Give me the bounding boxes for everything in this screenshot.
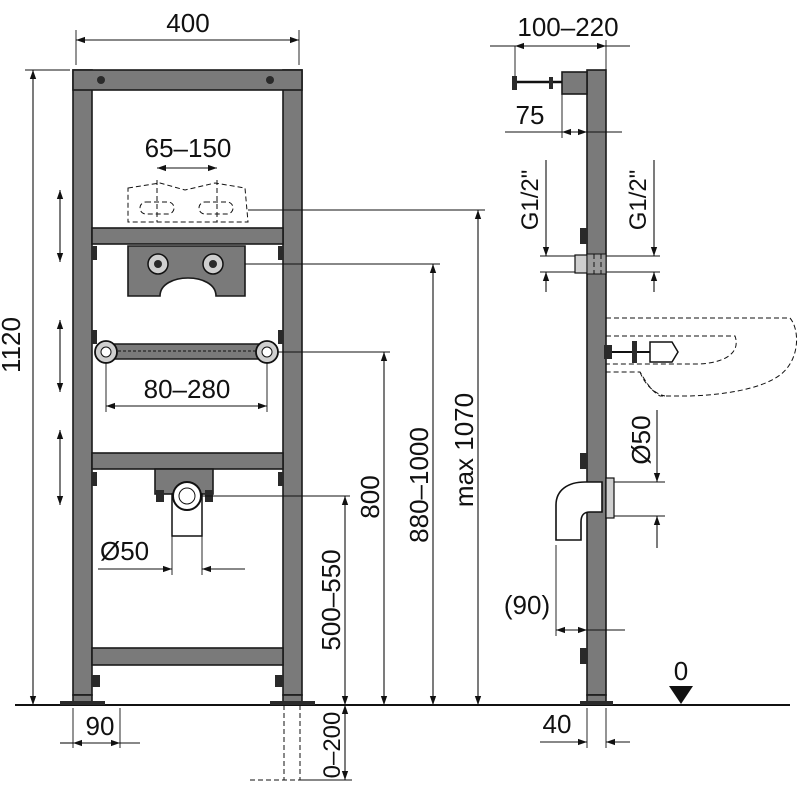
- dim-label-100-220: 100–220: [517, 12, 618, 42]
- bolt-icon: [97, 76, 105, 84]
- dim-label-75: 75: [516, 100, 545, 130]
- dim-bracket-range: 80–280: [105, 362, 268, 412]
- dim-label-800: 800: [355, 475, 385, 518]
- dim-label-g12-left: G1/2": [517, 170, 544, 231]
- dim-bracket-height: 800: [278, 351, 390, 705]
- dim-fitting-right: G1/2": [606, 160, 660, 292]
- dim-label-max-1070: max 1070: [449, 393, 479, 507]
- dim-label-400: 400: [166, 8, 209, 38]
- washbasin-outline: [606, 317, 798, 397]
- floor-level-label: 0: [674, 656, 688, 686]
- foot-extension: [250, 705, 301, 781]
- drain-front: [154, 468, 214, 537]
- dim-label-80-280: 80–280: [144, 374, 231, 404]
- dim-height-total: 1120: [0, 69, 70, 705]
- level-triangle-icon: [669, 686, 693, 704]
- dim-foot-width: 90: [60, 708, 140, 748]
- dim-foot-adjust: 0–200: [300, 705, 352, 781]
- dim-fitting-left: G1/2": [517, 160, 575, 292]
- dim-drain-height: 500–550: [202, 495, 350, 705]
- dim-width-total: 400: [75, 8, 300, 65]
- dim-label-65-150: 65–150: [145, 133, 232, 163]
- dashed-plate: [127, 180, 249, 223]
- adjustable-bracket: [94, 340, 279, 364]
- side-drain-elbow: [555, 456, 615, 541]
- dim-max-height: max 1070: [248, 209, 485, 705]
- dim-drain-diameter-side: Ø50: [614, 410, 665, 548]
- dim-frame-depth: 40: [540, 708, 630, 748]
- dim-label-1120: 1120: [0, 317, 26, 373]
- dim-fitting-height: 880–1000: [245, 263, 440, 705]
- dim-label-d50-side: Ø50: [626, 415, 656, 464]
- dim-label-40: 40: [543, 709, 572, 739]
- dim-label-d50-front: Ø50: [100, 536, 149, 566]
- side-frame: [512, 69, 613, 705]
- water-connection-plate: [127, 245, 246, 297]
- dim-drain-diameter-front: Ø50: [98, 536, 245, 575]
- dim-hole-spacing: 65–150: [145, 133, 232, 172]
- front-frame: [60, 69, 315, 705]
- bolt-icon: [266, 76, 274, 84]
- dim-label-g12-right: G1/2": [625, 170, 652, 231]
- dim-wall-depth: 100–220: [490, 12, 630, 76]
- dim-label-0-200: 0–200: [319, 712, 346, 779]
- dim-label-90: 90: [86, 711, 115, 741]
- side-bracket-bolt: [604, 341, 679, 363]
- dim-label-500-550: 500–550: [316, 549, 346, 650]
- dim-label-90-paren: (90): [504, 590, 550, 620]
- dim-wall-offset: 75: [505, 94, 622, 138]
- dim-drain-offset-side: (90): [504, 545, 625, 636]
- side-water-fitting: [574, 253, 607, 275]
- dim-label-880-1000: 880–1000: [404, 427, 434, 543]
- floor-level-marker: 0: [669, 656, 693, 704]
